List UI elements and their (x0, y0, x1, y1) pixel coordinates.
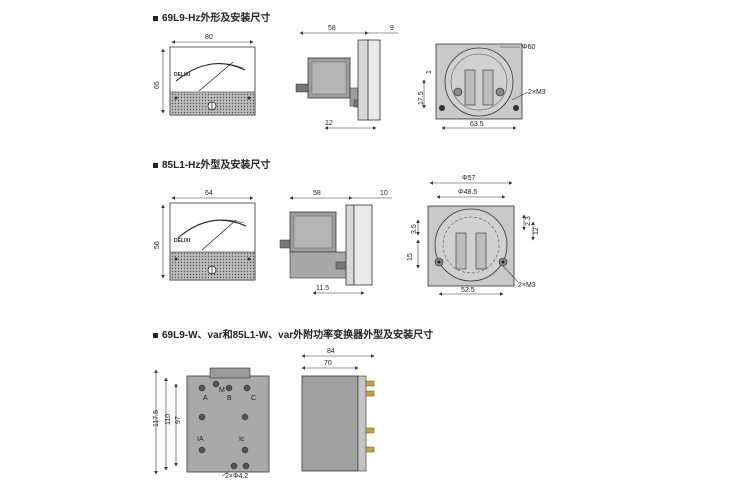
converter-front-view: A B C M IA Ic 117.5 110 97 2×Φ4.2 (153, 367, 270, 480)
brand-label: DELIXI (174, 238, 191, 244)
terminal-label-ia: IA (197, 436, 204, 443)
dim-holes: 2×M3 (528, 89, 546, 96)
dim-h3: 97 (175, 416, 182, 424)
dim-right-top: 2.3 (525, 216, 532, 226)
brand-label: DELIXI (174, 72, 191, 78)
dim-w1: 84 (327, 348, 335, 355)
meter-side-view-1: 58 9 12 (295, 25, 398, 130)
dim-bottom: 11.5 (316, 285, 329, 292)
meter-side-view-2: 58 10 11.5 (279, 190, 392, 295)
terminal-label-c: C (251, 395, 256, 402)
dim-holes: 2×M3 (518, 282, 536, 289)
terminal-label-m: M (219, 387, 225, 394)
dim-width: 64 (205, 190, 213, 197)
dim-height: 65 (154, 81, 161, 89)
dim-bottom: 12 (325, 120, 333, 127)
meter-rear-view-1: Φ60 17.5 1 2×M3 63.5 (418, 43, 546, 130)
dim-spacing: 63.5 (470, 121, 484, 128)
dim-flange: 9 (390, 25, 394, 32)
dim-height: 56 (154, 241, 161, 249)
terminal-label-ic: Ic (239, 436, 245, 443)
dim-left-top: 3.5 (411, 224, 418, 234)
dim-outer: Φ57 (462, 175, 475, 182)
section-title-69l9: 69L9-Hz外形及安装尺寸 (153, 9, 270, 24)
terminal-label-a: A (203, 395, 208, 402)
dim-holes: 2×Φ4.2 (225, 473, 248, 480)
section-title-85l1: 85L1-Hz外型及安装尺寸 (153, 156, 270, 171)
meter-rear-view-2: Φ57 Φ48.5 3.5 15 2.3 12 2×M3 52.5 (407, 175, 540, 296)
meter-front-view-1: DELIXI 80 65 (154, 34, 256, 116)
terminal-label-b: B (227, 395, 232, 402)
dim-h1: 117.5 (153, 410, 160, 427)
dim-diameter: Φ60 (522, 44, 535, 51)
dim-h2: 110 (165, 414, 172, 425)
dim-inner: Φ48.5 (458, 189, 477, 196)
dim-depth: 58 (313, 190, 321, 197)
dim-right-mid: 12 (533, 227, 540, 235)
dim-spacing: 52.5 (461, 287, 475, 294)
dim-width: 80 (205, 34, 213, 41)
section-title-text: 69L9-W、var和85L1-W、var外附功率变换器外型及安装尺寸 (162, 330, 434, 341)
dim-left-bottom: 15 (407, 253, 414, 261)
dim-offset: 1 (426, 70, 433, 74)
dim-flange: 10 (380, 190, 388, 197)
dim-depth: 58 (328, 25, 336, 32)
converter-side-view: 84 70 (301, 348, 375, 472)
dim-rear-height: 17.5 (418, 91, 425, 105)
meter-front-view-2: DELIXI 64 56 (154, 190, 256, 281)
section-title-text: 85L1-Hz外型及安装尺寸 (162, 160, 271, 171)
section-title-converter: 69L9-W、var和85L1-W、var外附功率变换器外型及安装尺寸 (153, 326, 433, 341)
dim-w2: 70 (324, 360, 332, 367)
section-title-text: 69L9-Hz外形及安装尺寸 (162, 13, 271, 24)
